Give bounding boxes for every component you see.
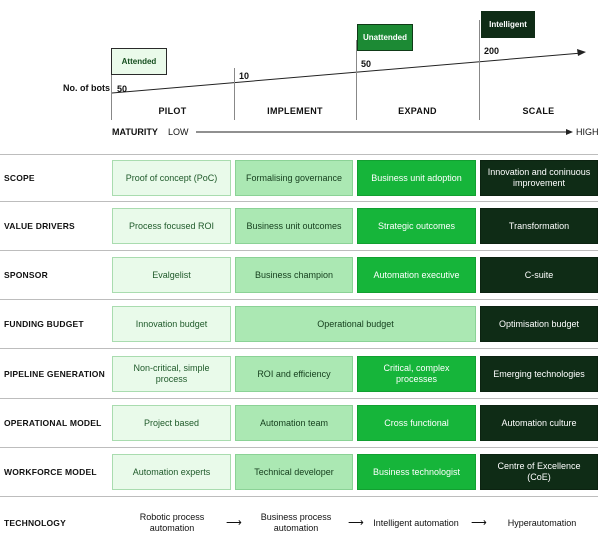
stage-implement: IMPLEMENT	[267, 106, 323, 116]
divider-expand	[356, 40, 357, 120]
funding-scale-cell: Optimisation budget	[480, 306, 598, 342]
divider-scale	[479, 20, 480, 120]
row-separator	[0, 250, 598, 251]
row-separator	[0, 348, 598, 349]
scope-scale-cell: Innovation and coninuous improvement	[480, 160, 598, 196]
maturity-label: MATURITY	[112, 127, 158, 137]
tech-rpa: Robotic process automation	[139, 512, 205, 533]
divider-pilot	[111, 48, 112, 120]
stage-pilot: PILOT	[158, 106, 187, 116]
tech-arrow-icon: ⟶	[226, 517, 242, 529]
pipeline-scale-cell: Emerging technologies	[480, 356, 598, 392]
pipeline-pilot-cell: Non-critical, simple process	[112, 356, 231, 392]
pipeline-implement-cell: ROI and efficiency	[235, 356, 353, 392]
workforce-scale-cell: Centre of Excellence (CoE)	[480, 454, 598, 490]
growth-line	[111, 49, 586, 94]
row-label-scope: SCOPE	[4, 173, 35, 183]
value-drivers-scale-cell: Transformation	[480, 208, 598, 244]
row-label-sponsor: SPONSOR	[4, 270, 48, 280]
intelligent-tag: Intelligent	[481, 11, 535, 38]
maturity-low: LOW	[168, 127, 189, 137]
row-separator	[0, 447, 598, 448]
row-label-workforce-model: WORKFORCE MODEL	[4, 467, 97, 477]
maturity-high: HIGH	[576, 127, 599, 137]
value-drivers-expand-cell: Strategic outcomes	[357, 208, 476, 244]
pipeline-expand-cell: Critical, complex processes	[357, 356, 476, 392]
attended-tag: Attended	[111, 48, 167, 75]
bots-label: No. of bots	[63, 83, 110, 93]
row-separator	[0, 299, 598, 300]
bots-value-implement: 10	[239, 71, 250, 81]
operational-scale-cell: Automation culture	[480, 405, 598, 441]
stage-expand: EXPAND	[398, 106, 437, 116]
divider-implement	[234, 68, 235, 120]
sponsor-expand-cell: Automation executive	[357, 257, 476, 293]
row-label-technology: TECHNOLOGY	[4, 518, 66, 528]
tech-arrow-icon: ⟶	[348, 517, 364, 529]
value-drivers-implement-cell: Business unit outcomes	[235, 208, 353, 244]
funding-implement-expand-cell: Operational budget	[235, 306, 476, 342]
unattended-tag: Unattended	[357, 24, 413, 51]
row-separator	[0, 496, 598, 497]
workforce-pilot-cell: Automation experts	[112, 454, 231, 490]
value-drivers-pilot-cell: Process focused ROI	[112, 208, 231, 244]
scope-implement-cell: Formalising governance	[235, 160, 353, 196]
sponsor-pilot-cell: Evalgelist	[112, 257, 231, 293]
scope-pilot-cell: Proof of concept (PoC)	[112, 160, 231, 196]
operational-pilot-cell: Project based	[112, 405, 231, 441]
row-separator	[0, 154, 598, 155]
tech-intelligent: Intelligent automation	[373, 517, 459, 528]
scope-expand-cell: Business unit adoption	[357, 160, 476, 196]
tech-arrow-icon: ⟶	[471, 517, 487, 529]
row-separator	[0, 398, 598, 399]
operational-expand-cell: Cross functional	[357, 405, 476, 441]
row-separator	[0, 201, 598, 202]
tech-bpa: Business process automation	[260, 512, 332, 533]
workforce-implement-cell: Technical developer	[235, 454, 353, 490]
bots-value-scale: 200	[484, 46, 500, 56]
tech-hyperautomation: Hyperautomation	[507, 517, 577, 528]
maturity-arrow	[196, 129, 573, 135]
row-label-value-drivers: VALUE DRIVERS	[4, 221, 75, 231]
stage-scale: SCALE	[522, 106, 555, 116]
row-label-operational-model: OPERATIONAL MODEL	[4, 418, 102, 428]
operational-implement-cell: Automation team	[235, 405, 353, 441]
row-label-funding-budget: FUNDING BUDGET	[4, 319, 84, 329]
row-label-pipeline-generation: PIPELINE GENERATION	[4, 369, 105, 379]
funding-pilot-cell: Innovation budget	[112, 306, 231, 342]
sponsor-scale-cell: C-suite	[480, 257, 598, 293]
workforce-expand-cell: Business technologist	[357, 454, 476, 490]
bots-value-expand: 50	[361, 59, 372, 69]
bots-value-pilot: 50	[117, 84, 128, 94]
sponsor-implement-cell: Business champion	[235, 257, 353, 293]
